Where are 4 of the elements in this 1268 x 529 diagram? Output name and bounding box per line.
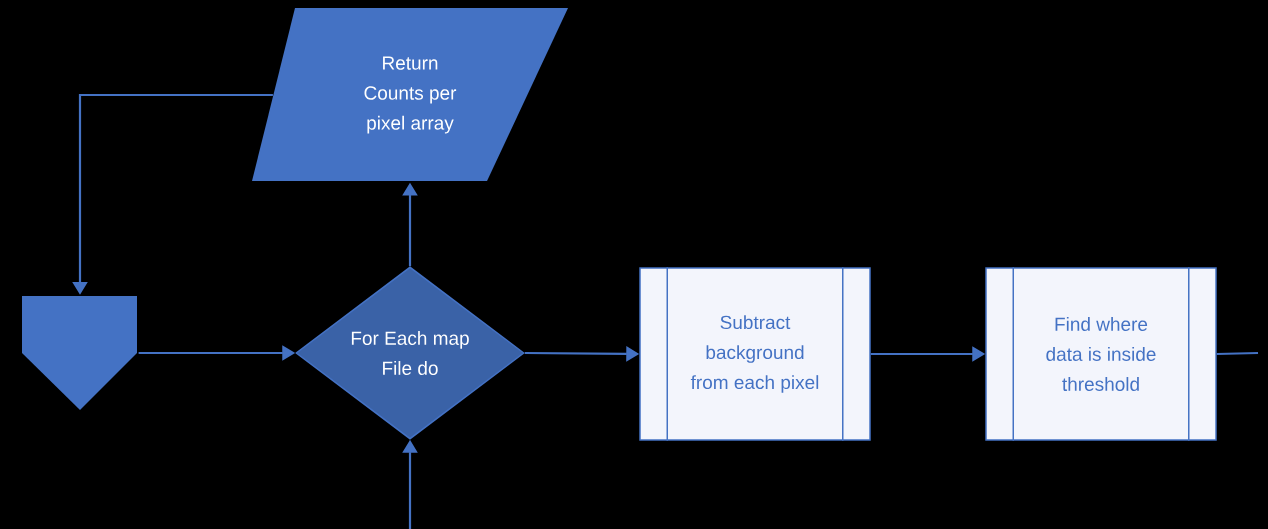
off-page-connector <box>22 296 137 410</box>
data-parallelogram: Return Counts per pixel array <box>252 8 568 181</box>
predefined-process-box: Find where data is inside threshold <box>985 266 1217 442</box>
predefined-process-box: Subtract background from each pixel <box>639 266 871 442</box>
